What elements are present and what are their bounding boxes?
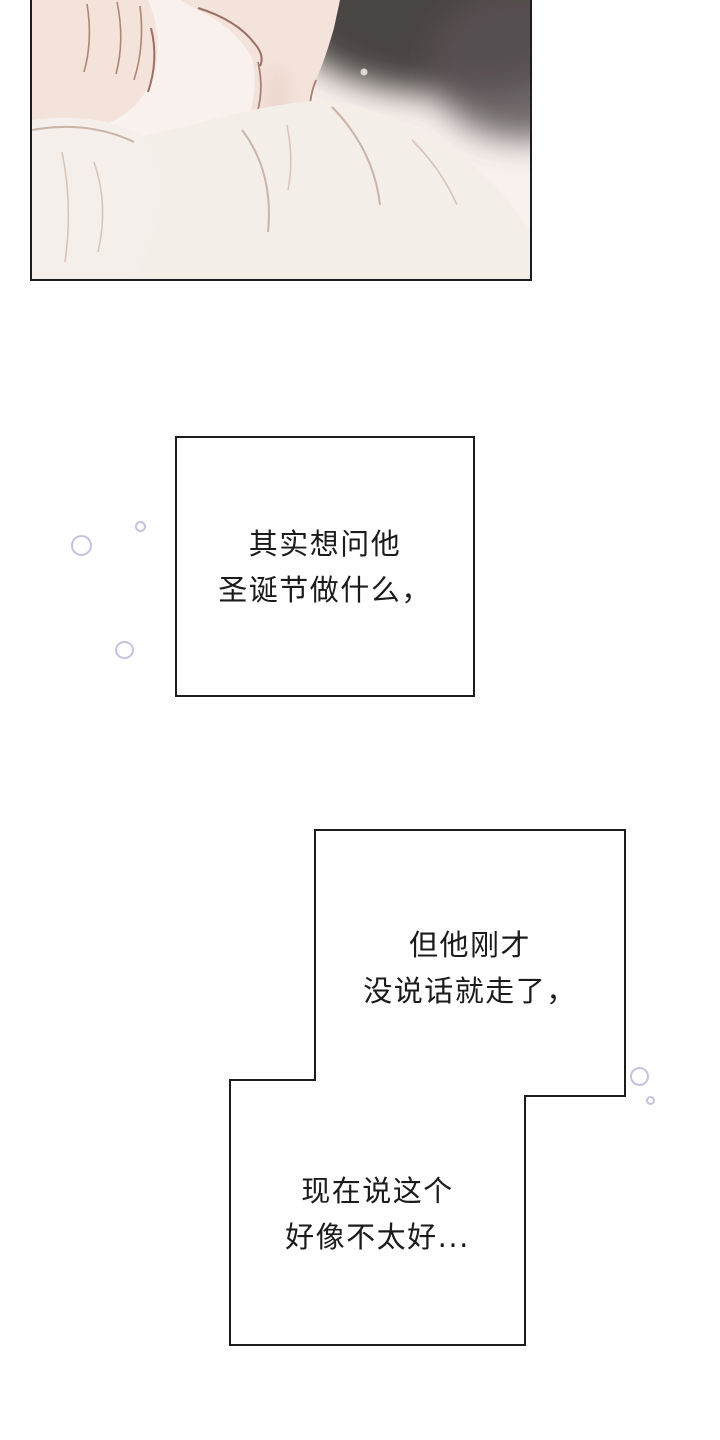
decorative-bubble <box>115 641 134 659</box>
caption-3-line-1: 现在说这个 <box>301 1174 454 1208</box>
caption-2-line-1: 但他刚才 <box>408 928 531 962</box>
caption-3-line-2: 好像不太好... <box>285 1220 470 1254</box>
caption-2: 但他刚才 没说话就走了， <box>315 922 625 1014</box>
decorative-bubble <box>646 1096 655 1105</box>
comic-illustration <box>32 0 530 279</box>
caption-1-line-2: 圣诞节做什么， <box>218 573 432 607</box>
decorative-bubble <box>135 521 146 532</box>
sleeve-cuff <box>32 117 162 279</box>
decorative-bubble <box>71 535 92 556</box>
caption-box-1 <box>175 436 475 697</box>
raised-hand <box>32 0 158 132</box>
caption-1-line-1: 其实想问他 <box>248 527 402 561</box>
caption-1: 其实想问他 圣诞节做什么， <box>176 521 474 613</box>
caption-3: 现在说这个 好像不太好... <box>230 1168 525 1260</box>
illustration-panel <box>30 0 532 281</box>
light-speck <box>360 68 368 76</box>
shirt-shoulder <box>32 100 530 279</box>
dark-backdrop <box>287 0 530 140</box>
decorative-bubble <box>630 1067 649 1086</box>
caption-2-line-2: 没说话就走了， <box>363 974 577 1008</box>
caption-box-2-3-union <box>229 829 626 1346</box>
